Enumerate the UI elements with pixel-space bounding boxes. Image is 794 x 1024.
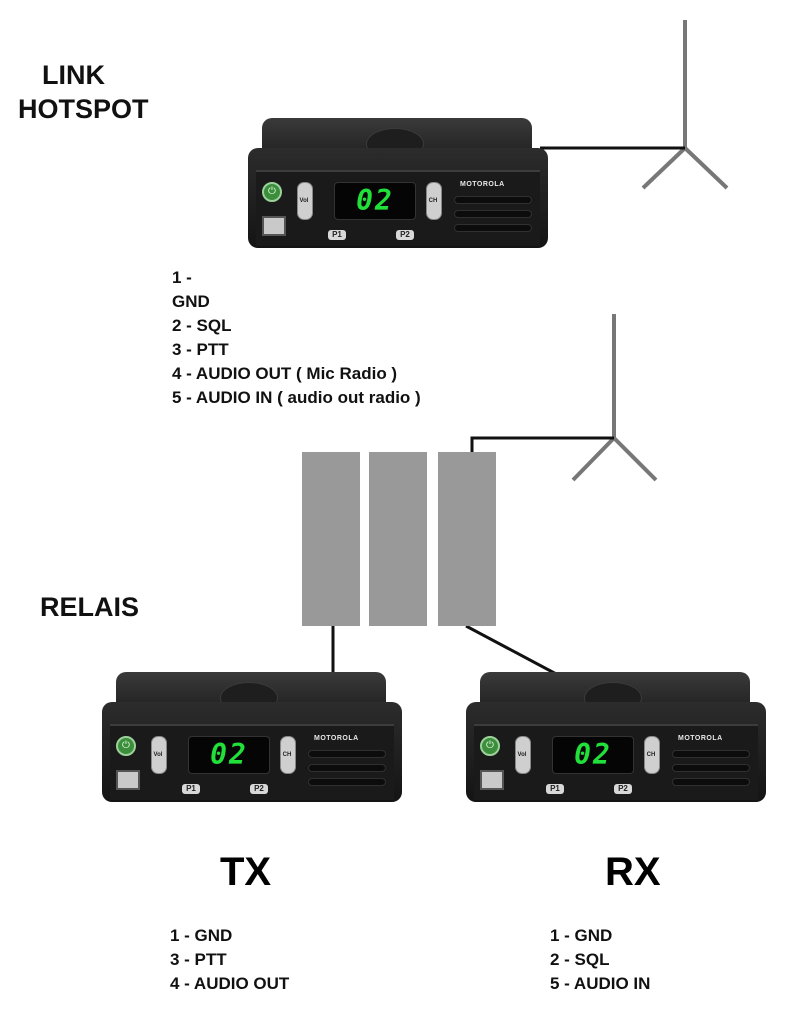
mic-jack-icon <box>480 770 504 790</box>
relais-title: RELAIS <box>40 592 140 622</box>
hotspot-radio: ⏻ Vol 02 CH P1 P2 MOTOROLA <box>248 118 548 248</box>
tx-pin-item: 4 - AUDIO OUT <box>170 974 290 993</box>
channel-rocker <box>644 736 660 774</box>
p1-button: P1 <box>328 230 346 240</box>
duplexer-cavity-2 <box>369 452 427 626</box>
tx-title: TX <box>220 850 272 894</box>
speaker-grille <box>454 196 532 204</box>
link-pin-item: GND <box>172 292 210 311</box>
power-button-icon: ⏻ <box>480 736 500 756</box>
volume-rocker <box>515 736 531 774</box>
relais-antenna-icon <box>571 314 658 482</box>
channel-rocker <box>280 736 296 774</box>
rx-pin-item: 1 - GND <box>550 926 613 945</box>
relais-antenna-cable <box>470 436 614 452</box>
p2-button: P2 <box>614 784 632 794</box>
p2-button: P2 <box>396 230 414 240</box>
brand-label: MOTOROLA <box>678 735 723 742</box>
rx-pin-item: 5 - AUDIO IN <box>550 974 651 993</box>
brand-label: MOTOROLA <box>314 735 359 742</box>
p1-button: P1 <box>546 784 564 794</box>
vol-label: Vol <box>153 752 163 758</box>
channel-rocker <box>426 182 442 220</box>
speaker-grille <box>672 750 750 758</box>
power-button-icon: ⏻ <box>116 736 136 756</box>
speaker-grille <box>454 210 532 218</box>
p2-button: P2 <box>250 784 268 794</box>
link-pin-item: 2 - SQL <box>172 316 232 335</box>
rx-pin-list: 1 - GND 2 - SQL 5 - AUDIO IN <box>550 924 650 996</box>
tx-pin-item: 1 - GND <box>170 926 233 945</box>
channel-display: 02 <box>552 736 634 774</box>
vol-label: Vol <box>517 752 527 758</box>
channel-display: 02 <box>334 182 416 220</box>
speaker-grille <box>308 764 386 772</box>
power-button-icon: ⏻ <box>262 182 282 202</box>
duplexer-cavity-1 <box>302 452 360 626</box>
p1-button: P1 <box>182 784 200 794</box>
link-title-line1: LINK <box>42 60 105 90</box>
link-pin-item: 4 - AUDIO OUT ( Mic Radio ) <box>172 364 398 383</box>
link-pin-list: 1 - GND 2 - SQL 3 - PTT 4 - AUDIO OUT ( … <box>172 266 421 410</box>
speaker-grille <box>672 764 750 772</box>
channel-display: 02 <box>188 736 270 774</box>
rx-title: RX <box>605 850 661 894</box>
rx-cable <box>465 624 561 678</box>
speaker-grille <box>454 224 532 232</box>
tx-pin-list: 1 - GND 3 - PTT 4 - AUDIO OUT <box>170 924 289 996</box>
rx-pin-item: 2 - SQL <box>550 950 610 969</box>
speaker-grille <box>308 778 386 786</box>
link-title-line2: HOTSPOT <box>18 94 149 124</box>
ch-label: CH <box>282 752 292 758</box>
volume-rocker <box>297 182 313 220</box>
mic-jack-icon <box>116 770 140 790</box>
volume-rocker <box>151 736 167 774</box>
tx-pin-item: 3 - PTT <box>170 950 227 969</box>
mic-jack-icon <box>262 216 286 236</box>
speaker-grille <box>672 778 750 786</box>
link-pin-item: 1 - <box>172 268 192 287</box>
brand-label: MOTOROLA <box>460 181 505 188</box>
link-pin-item: 5 - AUDIO IN ( audio out radio ) <box>172 388 421 407</box>
ch-label: CH <box>428 198 438 204</box>
hotspot-antenna-icon <box>641 20 729 190</box>
vol-label: Vol <box>299 198 309 204</box>
tx-radio: ⏻ Vol 02 CH P1 P2 MOTOROLA <box>102 672 402 802</box>
duplexer-cavity-3 <box>438 452 496 626</box>
ch-label: CH <box>646 752 656 758</box>
speaker-grille <box>308 750 386 758</box>
rx-radio: ⏻ Vol 02 CH P1 P2 MOTOROLA <box>466 672 766 802</box>
link-pin-item: 3 - PTT <box>172 340 229 359</box>
